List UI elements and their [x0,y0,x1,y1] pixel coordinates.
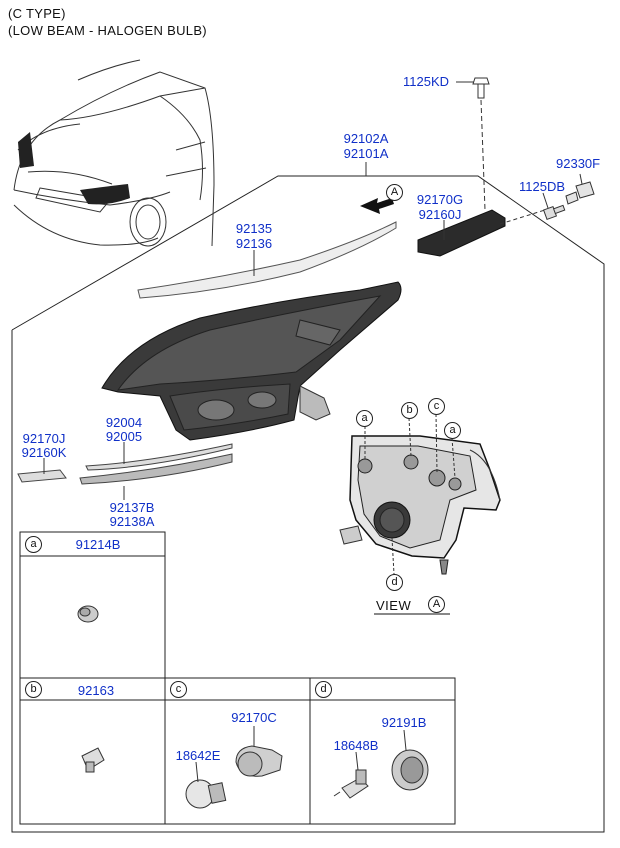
part-label-92005: 92005 [105,429,143,444]
box-a-part-91214b: 91214B [75,537,121,552]
part-92170c [235,745,283,777]
header-line-2: (LOW BEAM - HALOGEN BULB) [8,23,207,38]
part-label-92102a: 92102A [343,131,389,146]
lens-strip [85,443,233,471]
part-18642e [185,779,227,809]
part-label-92004: 92004 [105,415,143,430]
part-label-92136: 92136 [235,236,273,251]
part-label-92137b: 92137B [109,500,155,515]
part-91214b [77,605,99,623]
part-label-92330f: 92330F [556,156,601,171]
box-d-part-18648b: 18648B [333,738,379,753]
box-b-letter: b [25,681,42,698]
view-arrow-a [360,198,394,214]
box-b-part-92163: 92163 [77,683,115,698]
car-headlamp-highlight [80,184,130,205]
part-label-92101a: 92101A [343,146,389,161]
part-label-92170j: 92170J [22,431,66,446]
box-c-part-92170c: 92170C [231,710,277,725]
car-sketch [13,59,215,247]
box-a-letter: a [25,536,42,553]
box-d-letter: d [315,681,332,698]
callout-arrow-a: A [386,184,403,201]
left-bracket [17,469,67,483]
detail-boxes [19,531,456,825]
part-92191b [391,749,429,791]
rear-view-housing [339,413,501,575]
bracket-dashed-line [499,209,546,225]
box-c-part-18642e: 18642E [175,748,221,763]
bolt-1125kd [472,77,490,99]
leader-lines [43,81,583,500]
view-ref-circle: A [428,596,445,613]
callout-b: b [401,402,418,419]
clip-92330f [565,181,595,205]
box-c-letter: c [170,681,187,698]
callout-a-1: a [356,410,373,427]
bracket-top [417,209,506,257]
callout-d: d [386,574,403,591]
assembly-frame [11,175,605,833]
header-line-1: (C TYPE) [8,6,66,21]
part-label-92135: 92135 [235,221,273,236]
part-label-92160j: 92160J [418,207,462,222]
headlamp-body [101,281,402,441]
callout-c: c [428,398,445,415]
car-drl-highlight [18,132,34,168]
box-d-part-92191b: 92191B [381,715,427,730]
part-label-1125kd: 1125KD [403,74,450,89]
drl-strip [137,221,397,299]
part-label-1125db: 1125DB [519,179,566,194]
bolt-1125db [542,204,566,221]
part-18648b [333,769,369,799]
view-label: VIEW [376,598,412,613]
part-label-92170g: 92170G [416,192,464,207]
lower-strip [79,453,233,485]
part-label-92138a: 92138A [109,514,155,529]
callout-a-2: a [444,422,461,439]
part-92163 [81,747,105,773]
bolt-1125kd-dashed-line [480,99,486,211]
part-label-92160k: 92160K [21,445,67,460]
